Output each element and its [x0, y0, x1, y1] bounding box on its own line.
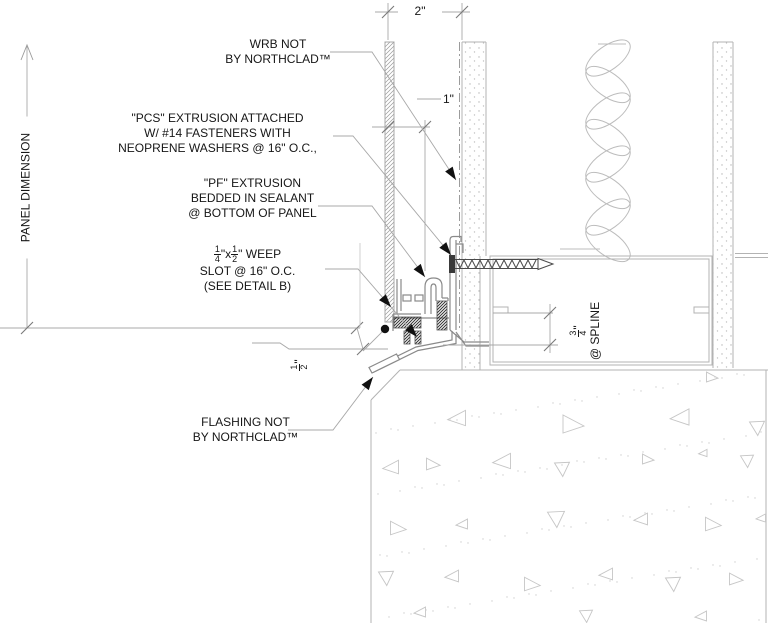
sealant-bed-hatch: [393, 316, 422, 329]
pf-pcs-extrusions: [392, 235, 489, 347]
flashing-line2: BY NORTHCLAD™: [192, 430, 299, 444]
drip-hem: [368, 353, 401, 374]
screw-tip: [537, 257, 555, 271]
pf-note: "PF" EXTRUSION BEDDED IN SEALANT @ BOTTO…: [160, 176, 345, 221]
spline-notch-right: [693, 306, 710, 314]
screw-head: [449, 255, 455, 273]
wrb-line2: BY NORTHCLAD™: [225, 52, 331, 66]
screw-fastener: [449, 255, 555, 273]
sheathing-layer: [461, 41, 487, 370]
arrowhead: [413, 263, 425, 277]
weep-leader: [325, 268, 418, 338]
pcs-leader: [333, 135, 452, 256]
pcs-line3: NEOPRENE WASHERS @ 16" O.C.,: [118, 141, 317, 155]
leader-arrowheads: [361, 166, 456, 391]
arrowhead: [445, 166, 456, 180]
panel-dimension-label: PANEL DIMENSION: [18, 116, 36, 259]
pf-line2: BEDDED IN SEALANT: [190, 191, 315, 205]
arrowhead: [379, 294, 391, 307]
leader-lines: [288, 51, 457, 431]
sealant-dot: [380, 324, 390, 334]
girt-framing: [489, 253, 768, 366]
dimension-lines: [0, 3, 558, 356]
thermal-break-hatch: [436, 300, 448, 331]
panel-layer: [384, 41, 395, 323]
wrb-line1: WRB NOT: [249, 37, 307, 51]
aggregate-triangles: [377, 371, 766, 623]
extrusion-leg: [403, 330, 411, 345]
screw-threads: [455, 258, 537, 270]
arrowhead: [405, 324, 417, 337]
pcs-line1: "PCS" EXTRUSION ATTACHED: [131, 111, 304, 125]
extrusion-leg: [414, 330, 422, 345]
arrowhead: [361, 377, 373, 391]
dim-2in: 2": [398, 4, 442, 19]
flashing: [368, 331, 457, 374]
flashing-leader: [288, 376, 374, 431]
pcs-note: "PCS" EXTRUSION ATTACHED W/ #14 FASTENER…: [95, 111, 340, 156]
dim-1in: 1": [443, 92, 454, 106]
weep-line3: (SEE DETAIL B): [203, 279, 292, 293]
flashing-note: FLASHING NOT BY NORTHCLAD™: [153, 415, 338, 445]
pf-line1: "PF" EXTRUSION: [203, 176, 302, 190]
sealant-leader: [362, 328, 386, 352]
pf-leader: [318, 205, 426, 278]
weep-line2: SLOT @ 16" O.C.: [199, 264, 296, 278]
wrb-note: WRB NOT BY NORTHCLAD™: [188, 37, 368, 67]
arrowhead: [439, 242, 451, 255]
pf-line3: @ BOTTOM OF PANEL: [188, 206, 317, 220]
spline-label: @ SPLINE: [588, 301, 602, 361]
batt-insulation: [560, 39, 631, 263]
aggregate-dots: [375, 373, 762, 621]
concrete-slab: [370, 369, 768, 623]
spline-notch-left: [492, 306, 509, 314]
flashing-line1: FLASHING NOT: [201, 415, 290, 429]
wrb-leader: [330, 51, 457, 181]
interior-wall-layer: [712, 41, 734, 368]
pcs-line2: W/ #14 FASTENERS WITH: [144, 126, 291, 140]
